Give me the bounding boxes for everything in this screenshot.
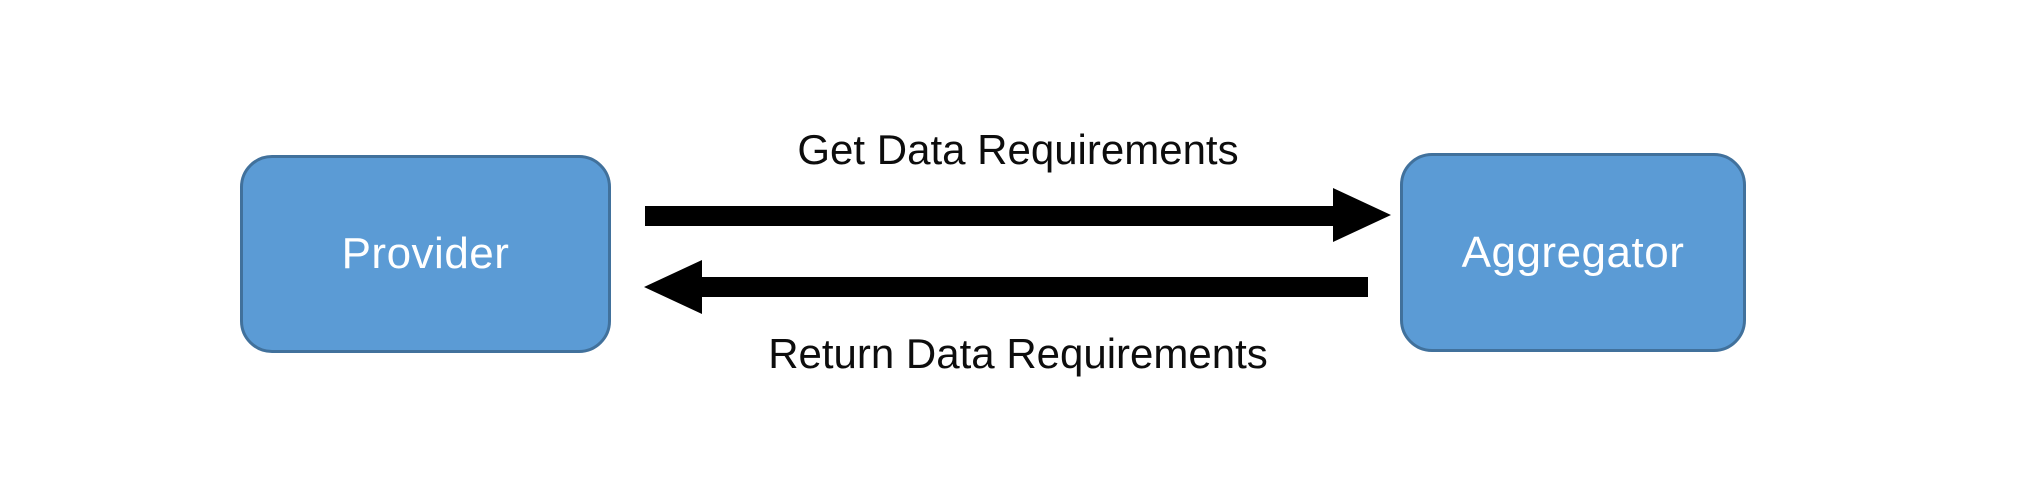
arrow-right-icon	[645, 188, 1391, 242]
aggregator-node-label: Aggregator	[1461, 227, 1685, 277]
edge-label-return-data-requirements: Return Data Requirements	[768, 330, 1268, 377]
aggregator-node: Aggregator	[1400, 153, 1746, 352]
provider-node: Provider	[240, 155, 611, 353]
edge-label-get-data-requirements: Get Data Requirements	[797, 126, 1239, 173]
arrow-left-icon	[644, 260, 1368, 314]
provider-node-label: Provider	[341, 229, 510, 278]
